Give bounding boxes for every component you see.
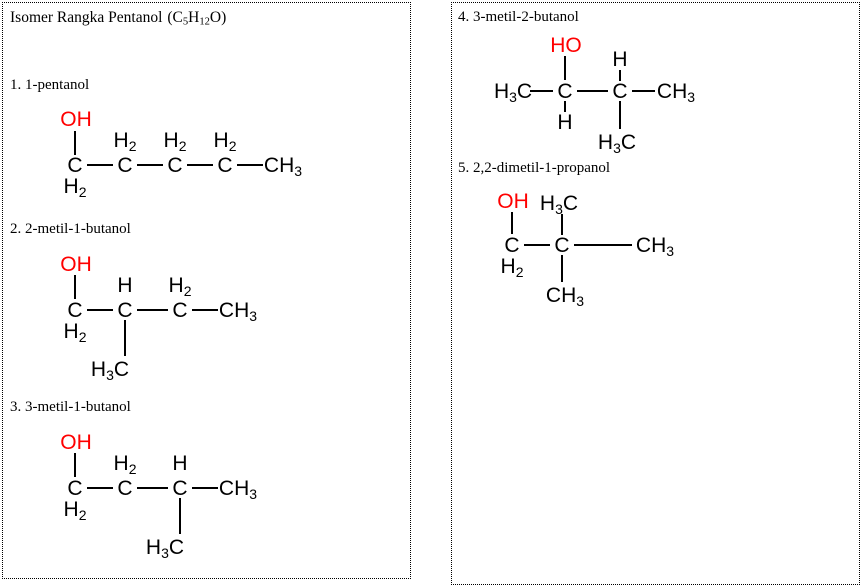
isomer-4-c4-label: CH3: [657, 80, 695, 105]
isomer-5-c2-label: C: [554, 234, 569, 257]
page-title-text: Isomer Rangka Pentanol: [10, 9, 163, 26]
isomer-4-structure: HO H3C C H C H H3C CH3: [494, 34, 710, 156]
isomer-2-heading: 2. 2-metil-1-butanol: [10, 221, 131, 237]
page-title-formula-sub2: 12: [199, 16, 210, 28]
isomer-2-c2-label: C: [117, 299, 132, 322]
isomer-2-hydroxyl-label: OH: [60, 253, 92, 276]
isomer-2-c1-h2-label: H2: [64, 320, 87, 345]
page-title-formula-suffix: O): [209, 9, 227, 26]
isomer-5-c1-h2-label: H2: [501, 255, 524, 280]
right-column-panel: [451, 2, 860, 585]
isomer-5-c2-methyl-down-label: CH3: [546, 284, 584, 309]
isomer-5-c2-methyl-up-label: H3C: [540, 192, 578, 217]
isomer-1-c4-label: C: [217, 154, 232, 177]
page-title: Isomer Rangka Pentanol(C5H12O): [10, 10, 226, 28]
isomer-3-c2-h2-label: H2: [114, 452, 137, 477]
isomer-2-c3-h2-label: H2: [169, 274, 192, 299]
isomer-3-heading: 3. 3-metil-1-butanol: [10, 399, 131, 415]
isomer-3-hydroxyl-label: OH: [60, 431, 92, 454]
isomer-2-c2-methyl-label: H3C: [91, 358, 129, 383]
isomer-4-c2-label: C: [557, 80, 572, 103]
isomer-3-structure: OH C H2 C H2 C H H3C CH3: [55, 424, 295, 564]
isomer-2-c3-label: C: [172, 299, 187, 322]
isomer-3-c3-label: C: [172, 477, 187, 500]
isomer-1-structure: OH C H2 C H2 C H2 C H2 CH3: [55, 103, 345, 200]
isomer-5-c3-label: CH3: [636, 234, 674, 259]
isomer-2-c1-label: C: [67, 299, 82, 322]
isomer-3-c3-h-label: H: [172, 452, 187, 475]
isomer-1-heading: 1. 1-pentanol: [10, 77, 90, 93]
isomer-4-c3-methyl-label: H3C: [598, 131, 636, 156]
isomer-4-hydroxyl-label: HO: [550, 34, 582, 57]
isomer-1-c1-h2-label: H2: [64, 175, 87, 200]
page-title-formula-sub1: 5: [182, 16, 189, 28]
isomer-3-c2-label: C: [117, 477, 132, 500]
isomer-5-structure: OH C H2 H3C C CH3 CH3: [490, 190, 695, 309]
isomer-3-c1-h2-label: H2: [64, 498, 87, 523]
isomer-1-c3-h2-label: H2: [164, 129, 187, 154]
isomer-5-heading: 5. 2,2-dimetil-1-propanol: [458, 160, 611, 176]
isomer-2-c2-h-label: H: [117, 274, 132, 297]
isomer-1-c1-label: C: [67, 154, 82, 177]
left-column-panel: [2, 2, 411, 579]
isomer-1-c2-h2-label: H2: [114, 129, 137, 154]
isomer-4-c3-label: C: [612, 80, 627, 103]
isomer-4-heading: 4. 3-metil-2-butanol: [458, 9, 579, 25]
isomer-1-c5-label: CH3: [264, 154, 302, 179]
isomer-1-c4-h2-label: H2: [214, 129, 237, 154]
isomer-5-hydroxyl-label: OH: [497, 190, 529, 213]
isomer-1-c3-label: C: [167, 154, 182, 177]
isomer-2-structure: OH C H2 C H H3C C H2 CH3: [55, 248, 295, 383]
isomer-4-c2-h-label: H: [557, 111, 572, 134]
isomer-4-c3-h-label: H: [612, 48, 627, 71]
page-title-formula-prefix: (C: [167, 9, 183, 26]
isomer-5-c1-label: C: [504, 234, 519, 257]
page-title-formula-mid: H: [188, 9, 200, 26]
isomer-2-c4-label: CH3: [219, 299, 257, 324]
isomer-3-c3-methyl-label: H3C: [146, 536, 184, 561]
isomer-4-c1-label: H3C: [494, 80, 532, 105]
isomer-3-c4-label: CH3: [219, 477, 257, 502]
isomer-1-c2-label: C: [117, 154, 132, 177]
isomer-1-hydroxyl-label: OH: [60, 108, 92, 131]
isomer-3-c1-label: C: [67, 477, 82, 500]
